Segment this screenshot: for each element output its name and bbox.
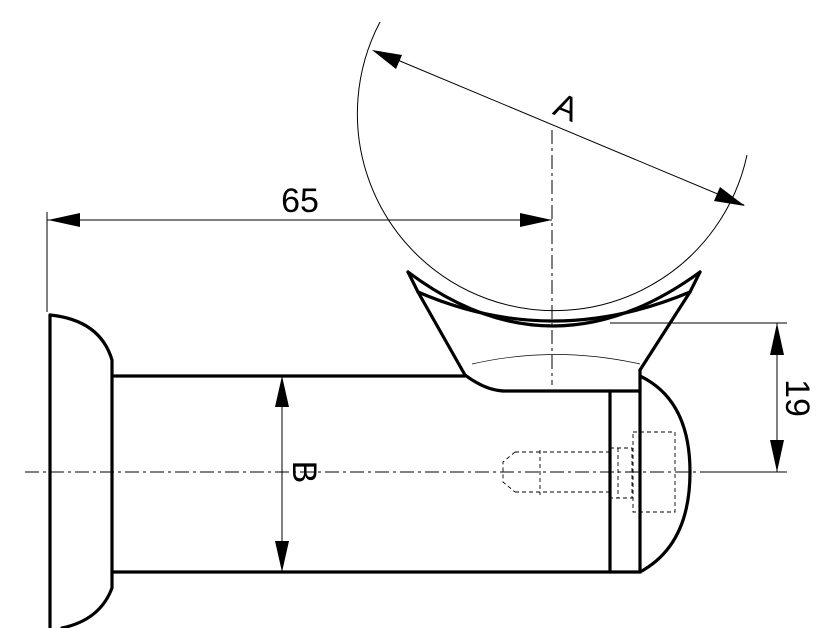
dimension-offset-label: 19 <box>778 379 816 417</box>
saddle-clamp <box>406 270 702 393</box>
dimension-a: A <box>372 50 745 206</box>
dimension-length-label: 65 <box>281 182 319 220</box>
left-end-cap <box>48 313 114 628</box>
dimension-length: 65 <box>47 182 552 227</box>
dimension-a-label: A <box>548 86 584 130</box>
dimension-offset: 19 <box>770 323 816 472</box>
right-dome-cap <box>638 374 692 574</box>
pin-shaft <box>110 374 642 574</box>
hidden-screw <box>502 431 676 513</box>
dimension-b-label: B <box>285 461 323 484</box>
tube-circle-arc <box>356 21 748 312</box>
dimension-b: B <box>275 376 323 572</box>
